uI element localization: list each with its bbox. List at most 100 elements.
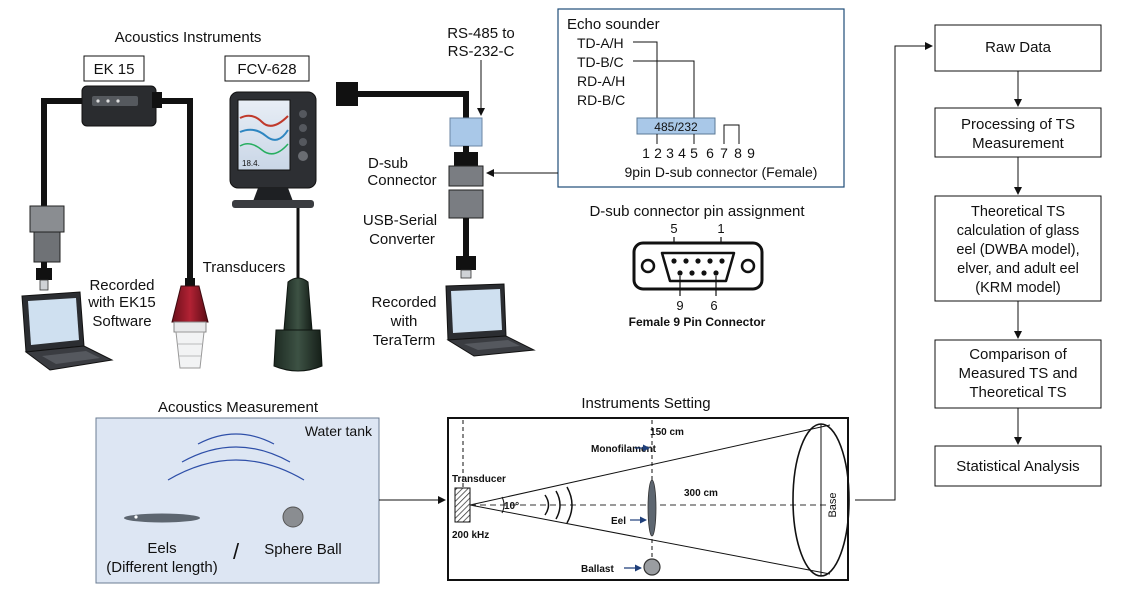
echo-sounder-panel <box>557 8 845 188</box>
flow-step-text: Theoretical TS <box>971 204 1065 220</box>
recorded-ek15-line3: Software <box>92 313 151 330</box>
pin-top-left-number: 5 <box>670 221 677 236</box>
sphere-ball-label: Sphere Ball <box>264 541 342 558</box>
recorded-ek15-line1: Recorded <box>89 277 154 294</box>
beam-angle-label: 10° <box>504 501 519 512</box>
recorded-ek15-line2: with EK15 <box>87 294 156 311</box>
pin-label-rd-bc: RD-B/C <box>577 92 625 108</box>
eel-eye-icon <box>134 515 138 519</box>
recorded-teraterm-line3: TeraTerm <box>373 332 436 349</box>
flow-step-text: Processing of TS <box>961 116 1075 133</box>
converter-chip-label: 485/232 <box>654 120 698 134</box>
transducers-label: Transducers <box>203 259 286 276</box>
flow-step-text: Comparison of <box>969 346 1067 363</box>
ek15-cable-right <box>152 98 193 282</box>
rs485-label-line1: RS-485 to <box>447 25 515 42</box>
ek15-transducer-icon <box>171 278 209 369</box>
eels-label-line1: Eels <box>147 540 176 557</box>
measurement-title: Acoustics Measurement <box>158 399 319 416</box>
sound-wave-icon <box>181 446 291 463</box>
recorded-teraterm-line1: Recorded <box>371 294 436 311</box>
rs485-plug <box>336 82 358 106</box>
analysis-flowchart: Raw Data Processing of TS Measurement Th… <box>934 24 1102 487</box>
distance-300-label: 300 cm <box>684 488 718 499</box>
pin-number: 5 <box>690 145 698 161</box>
fcv-label-box <box>224 55 310 82</box>
usb-label-line2: Converter <box>369 231 435 248</box>
usb-label-line1: USB-Serial <box>363 212 437 229</box>
usb-tip <box>460 269 472 279</box>
dsub-connector-icon <box>448 165 484 187</box>
fcv-transducer-icon <box>273 277 323 372</box>
flow-step-text: (KRM model) <box>975 280 1060 296</box>
ek15-label: EK 15 <box>94 61 135 78</box>
flow-step-text: Statistical Analysis <box>956 458 1079 475</box>
rs485-converter-box <box>449 117 483 147</box>
beam-angle-arc <box>501 496 505 514</box>
flow-step-text: elver, and adult eel <box>957 261 1079 277</box>
sound-wave-icon <box>167 459 305 481</box>
beam-lower-edge <box>469 504 831 575</box>
setting-title: Instruments Setting <box>581 395 710 412</box>
screen-readout: 18.4. <box>242 159 260 168</box>
flow-step-statistics <box>934 445 1102 487</box>
distance-150-label: 150 cm <box>650 427 684 438</box>
pin-bottom-right-number: 6 <box>710 298 717 313</box>
base-label: Base <box>827 492 839 517</box>
dsub-label-line1: D-sub <box>368 155 408 172</box>
sphere-ball-icon <box>282 506 304 528</box>
pin-number: 3 <box>666 145 674 161</box>
pin7-8-jumper <box>723 124 740 144</box>
fcv-label: FCV-628 <box>237 61 296 78</box>
pin-number: 9 <box>747 145 755 161</box>
flow-step-raw-data <box>934 24 1102 72</box>
dsub-face-icon <box>660 251 736 283</box>
ek15-label-box <box>83 55 145 82</box>
instruments-title: Acoustics Instruments <box>115 29 262 46</box>
water-tank <box>95 417 380 584</box>
eel-icon <box>124 513 200 523</box>
beam-upper-edge <box>469 424 831 506</box>
pin-number: 1 <box>642 145 650 161</box>
usb-serial-converter-icon <box>448 189 484 219</box>
monofilament-label: Monofilament <box>591 444 657 455</box>
flow-step-text: Theoretical TS <box>969 384 1066 401</box>
wire-td-bc <box>633 60 695 118</box>
water-tank-label: Water tank <box>305 423 373 439</box>
pin-numbers: 1 2 3 4 5 6 7 8 9 <box>642 145 755 161</box>
pin-top-right-number: 1 <box>717 221 724 236</box>
ek15-converter-icon <box>29 205 65 291</box>
eel-target-icon <box>647 479 657 537</box>
rs485-label-line2: RS-232-C <box>448 43 515 60</box>
pin-number: 7 <box>720 145 728 161</box>
echo-sounder-title: Echo sounder <box>567 16 660 33</box>
dsub-plug <box>454 152 478 166</box>
setting-to-rawdata-arrow <box>855 42 933 501</box>
wire-td-ah <box>633 41 658 118</box>
instruments-setting-section: Instruments Setting Transducer 200 kHz 1… <box>447 395 850 581</box>
dsub-label-line2: Connector <box>367 172 436 189</box>
transducer-label: Transducer <box>452 474 506 485</box>
pin-label-td-bc: TD-B/C <box>577 54 624 70</box>
eels-label-line2: (Different length) <box>106 559 217 576</box>
echo-sounder-wiring-box: Echo sounder TD-A/H TD-B/C RD-A/H RD-B/C… <box>557 8 845 188</box>
flow-step-text: calculation of glass <box>957 223 1080 239</box>
pin-bottom-left-number: 9 <box>676 298 683 313</box>
teraterm-laptop-icon <box>445 283 536 357</box>
pin-assignment-title: D-sub connector pin assignment <box>589 203 805 220</box>
ping-wave-icon <box>566 486 573 524</box>
separator-slash: / <box>233 539 240 564</box>
eel-target-label: Eel <box>611 516 626 527</box>
sound-wave-icon <box>197 433 275 445</box>
ek15-cable-left <box>41 98 86 206</box>
flow-step-text: Raw Data <box>985 39 1052 56</box>
acoustics-instruments-section: Acoustics Instruments EK 15 FCV-628 <box>21 25 536 372</box>
pin-label-td-ah: TD-A/H <box>577 35 624 51</box>
ek15-laptop-icon <box>21 291 114 371</box>
pin-number: 4 <box>678 145 686 161</box>
acoustics-measurement-section: Acoustics Measurement Water tank Eels (D… <box>95 399 380 584</box>
flow-step-text: Measured TS and <box>959 365 1078 382</box>
flow-step-theoretical-ts <box>934 195 1102 302</box>
frequency-label: 200 kHz <box>452 530 489 541</box>
